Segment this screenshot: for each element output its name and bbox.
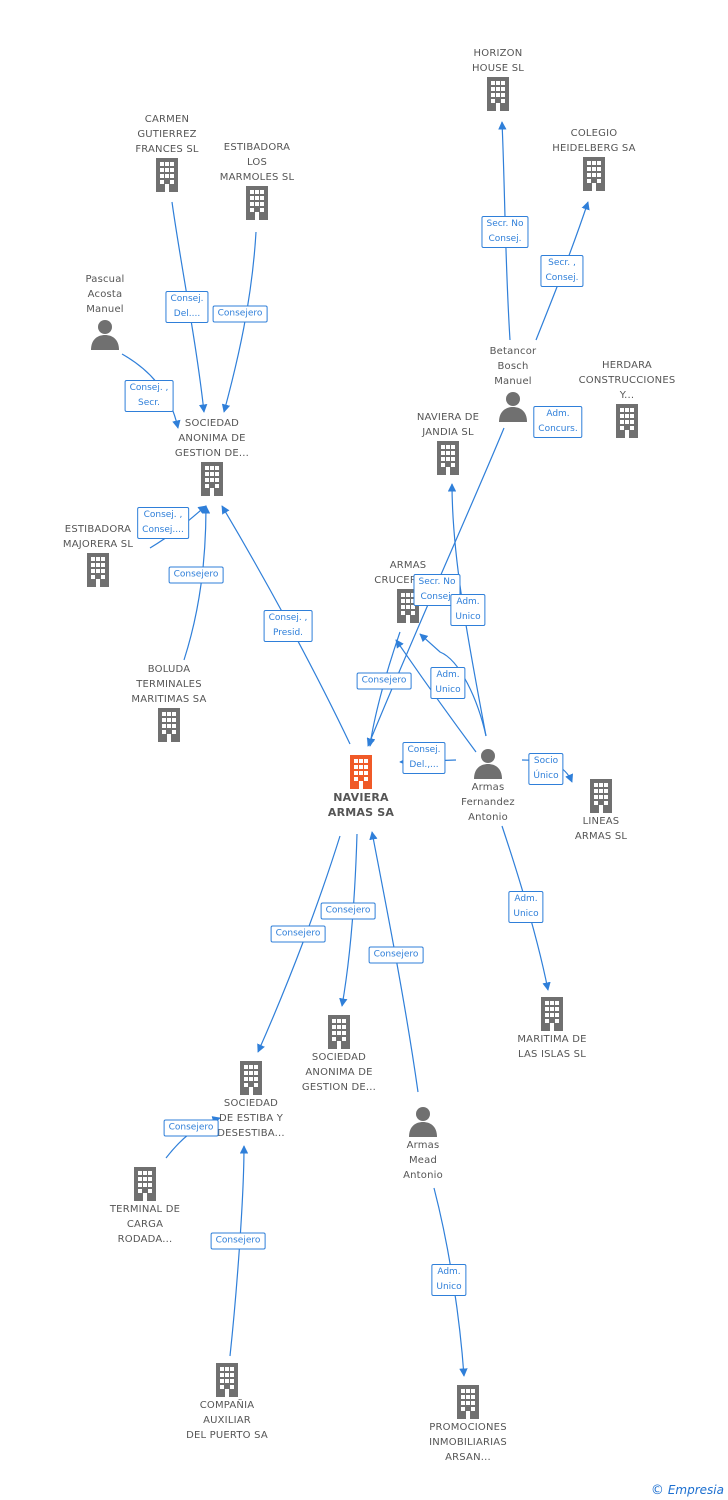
node-label: CARMEN GUTIERREZ FRANCES SL (135, 114, 199, 155)
building-icon (87, 553, 109, 587)
building-icon (541, 997, 563, 1031)
building-icon (616, 404, 638, 438)
edge-label: Adm. Concurs. (533, 406, 583, 438)
building-icon (134, 1167, 156, 1201)
node-label: MARITIMA DE LAS ISLAS SL (517, 1034, 587, 1060)
building-icon (216, 1363, 238, 1397)
building-icon (590, 779, 612, 813)
node-boluda[interactable]: BOLUDA TERMINALES MARITIMAS SA (114, 662, 224, 743)
node-label: PROMOCIONES INMOBILIARIAS ARSAN... (429, 1422, 507, 1463)
node-sociedad-gestion-top[interactable]: SOCIEDAD ANONIMA DE GESTION DE... (157, 416, 267, 497)
building-icon (437, 441, 459, 475)
node-sociedad-estiba[interactable]: SOCIEDAD DE ESTIBA Y DESESTIBA... (196, 1060, 306, 1141)
building-icon (457, 1385, 479, 1419)
edge-label: Consejero (320, 902, 376, 920)
node-colegio-heidelberg[interactable]: COLEGIO HEIDELBERG SA (539, 126, 649, 192)
node-pascual-acosta[interactable]: Pascual Acosta Manuel (50, 272, 160, 351)
copyright-icon: © (650, 1483, 664, 1498)
node-armas-mead[interactable]: Armas Mead Antonio (368, 1104, 478, 1183)
person-icon (409, 1107, 437, 1137)
node-naviera-armas[interactable]: NAVIERA ARMAS SA (306, 754, 416, 820)
node-label: COMPAÑIA AUXILIAR DEL PUERTO SA (186, 1400, 268, 1441)
edge-label: Consej. , Consej.... (137, 507, 189, 539)
node-estibadora-majorera[interactable]: ESTIBADORA MAJORERA SL (43, 522, 153, 588)
node-label: TERMINAL DE CARGA RODADA... (109, 1204, 181, 1245)
building-icon (156, 158, 178, 192)
node-lineas-armas[interactable]: LINEAS ARMAS SL (546, 778, 656, 844)
edge-label: Consej. , Secr. (124, 380, 174, 412)
node-label: ESTIBADORA MAJORERA SL (62, 524, 134, 550)
node-label: HERDARA CONSTRUCCIONES Y... (578, 360, 676, 401)
edge-label: Consejero (210, 1232, 266, 1250)
building-icon (350, 755, 372, 789)
person-icon (474, 749, 502, 779)
edge-connector (221, 231, 257, 413)
building-icon (487, 77, 509, 111)
edge-connector (366, 631, 401, 747)
node-carmen-gutierrez[interactable]: CARMEN GUTIERREZ FRANCES SL (112, 112, 222, 193)
central-label: NAVIERA ARMAS SA (327, 791, 395, 819)
building-icon (158, 708, 180, 742)
node-label: NAVIERA DE JANDIA SL (416, 412, 480, 438)
node-herdara[interactable]: HERDARA CONSTRUCCIONES Y... (572, 358, 682, 439)
node-label: Armas Mead Antonio (403, 1140, 443, 1181)
node-compania-auxiliar[interactable]: COMPAÑIA AUXILIAR DEL PUERTO SA (172, 1362, 282, 1443)
node-label: Armas Fernandez Antonio (461, 782, 515, 823)
node-armas-cruceros[interactable]: ARMAS CRUCEROS... (353, 558, 463, 624)
node-terminal-carga[interactable]: TERMINAL DE CARGA RODADA... (90, 1166, 200, 1247)
building-icon (246, 186, 268, 220)
edge-label: Consejero (356, 672, 412, 690)
node-label: LINEAS ARMAS SL (574, 816, 628, 842)
edge-label: Consejero (163, 1119, 219, 1137)
node-armas-fernandez[interactable]: Armas Fernandez Antonio (433, 746, 543, 825)
edge-label: Adm. Unico (431, 1264, 467, 1296)
edge-label: Consejero (212, 305, 268, 323)
node-label: ARMAS CRUCEROS... (374, 560, 442, 586)
edge-label: Consej. Del.... (165, 291, 209, 323)
brand-name: Empresia (667, 1483, 724, 1497)
node-naviera-jandia[interactable]: NAVIERA DE JANDIA SL (393, 410, 503, 476)
person-icon (91, 320, 119, 350)
edge-connector (339, 833, 358, 1007)
node-sociedad-gestion-bottom[interactable]: SOCIEDAD ANONIMA DE GESTION DE... (284, 1014, 394, 1095)
node-promociones[interactable]: PROMOCIONES INMOBILIARIAS ARSAN... (413, 1384, 523, 1465)
node-label: SOCIEDAD ANONIMA DE GESTION DE... (174, 418, 250, 459)
edge-label: Consejero (168, 566, 224, 584)
empresia-logo: ©Empresia (651, 1483, 724, 1498)
building-icon (201, 462, 223, 496)
edge-label: Consej. Del.,... (402, 742, 446, 774)
edge-label: Consejero (368, 946, 424, 964)
node-horizon-house[interactable]: HORIZON HOUSE SL (443, 46, 553, 112)
edge-label: Adm. Unico (430, 667, 466, 699)
node-estibadora-marmoles[interactable]: ESTIBADORA LOS MARMOLES SL (202, 140, 312, 221)
building-icon (240, 1061, 262, 1095)
node-label: SOCIEDAD ANONIMA DE GESTION DE... (301, 1052, 377, 1093)
node-label: BOLUDA TERMINALES MARITIMAS SA (131, 664, 207, 705)
node-label: COLEGIO HEIDELBERG SA (552, 128, 636, 154)
edge-label: Socio Único (528, 753, 564, 785)
node-label: Pascual Acosta Manuel (85, 274, 125, 315)
edge-label: Consej. , Presid. (263, 610, 313, 642)
edge-connector (229, 1145, 249, 1357)
node-label: HORIZON HOUSE SL (471, 48, 525, 74)
node-label: SOCIEDAD DE ESTIBA Y DESESTIBA... (217, 1098, 285, 1139)
node-maritima-islas[interactable]: MARITIMA DE LAS ISLAS SL (497, 996, 607, 1062)
edge-connector (395, 639, 477, 753)
node-label: ESTIBADORA LOS MARMOLES SL (219, 142, 295, 183)
node-label: Betancor Bosch Manuel (489, 346, 537, 387)
building-icon (328, 1015, 350, 1049)
edge-label: Adm. Unico (508, 891, 544, 923)
edge-connector (367, 427, 505, 747)
edge-label: Consejero (270, 925, 326, 943)
building-icon (583, 157, 605, 191)
edge-label: Secr. , Consej. (540, 255, 584, 287)
node-betancor-bosch[interactable]: Betancor Bosch Manuel (458, 344, 568, 423)
edge-connector (183, 505, 211, 661)
edge-label: Adm. Unico (450, 594, 486, 626)
edge-label: Secr. No Consej. (481, 216, 529, 248)
